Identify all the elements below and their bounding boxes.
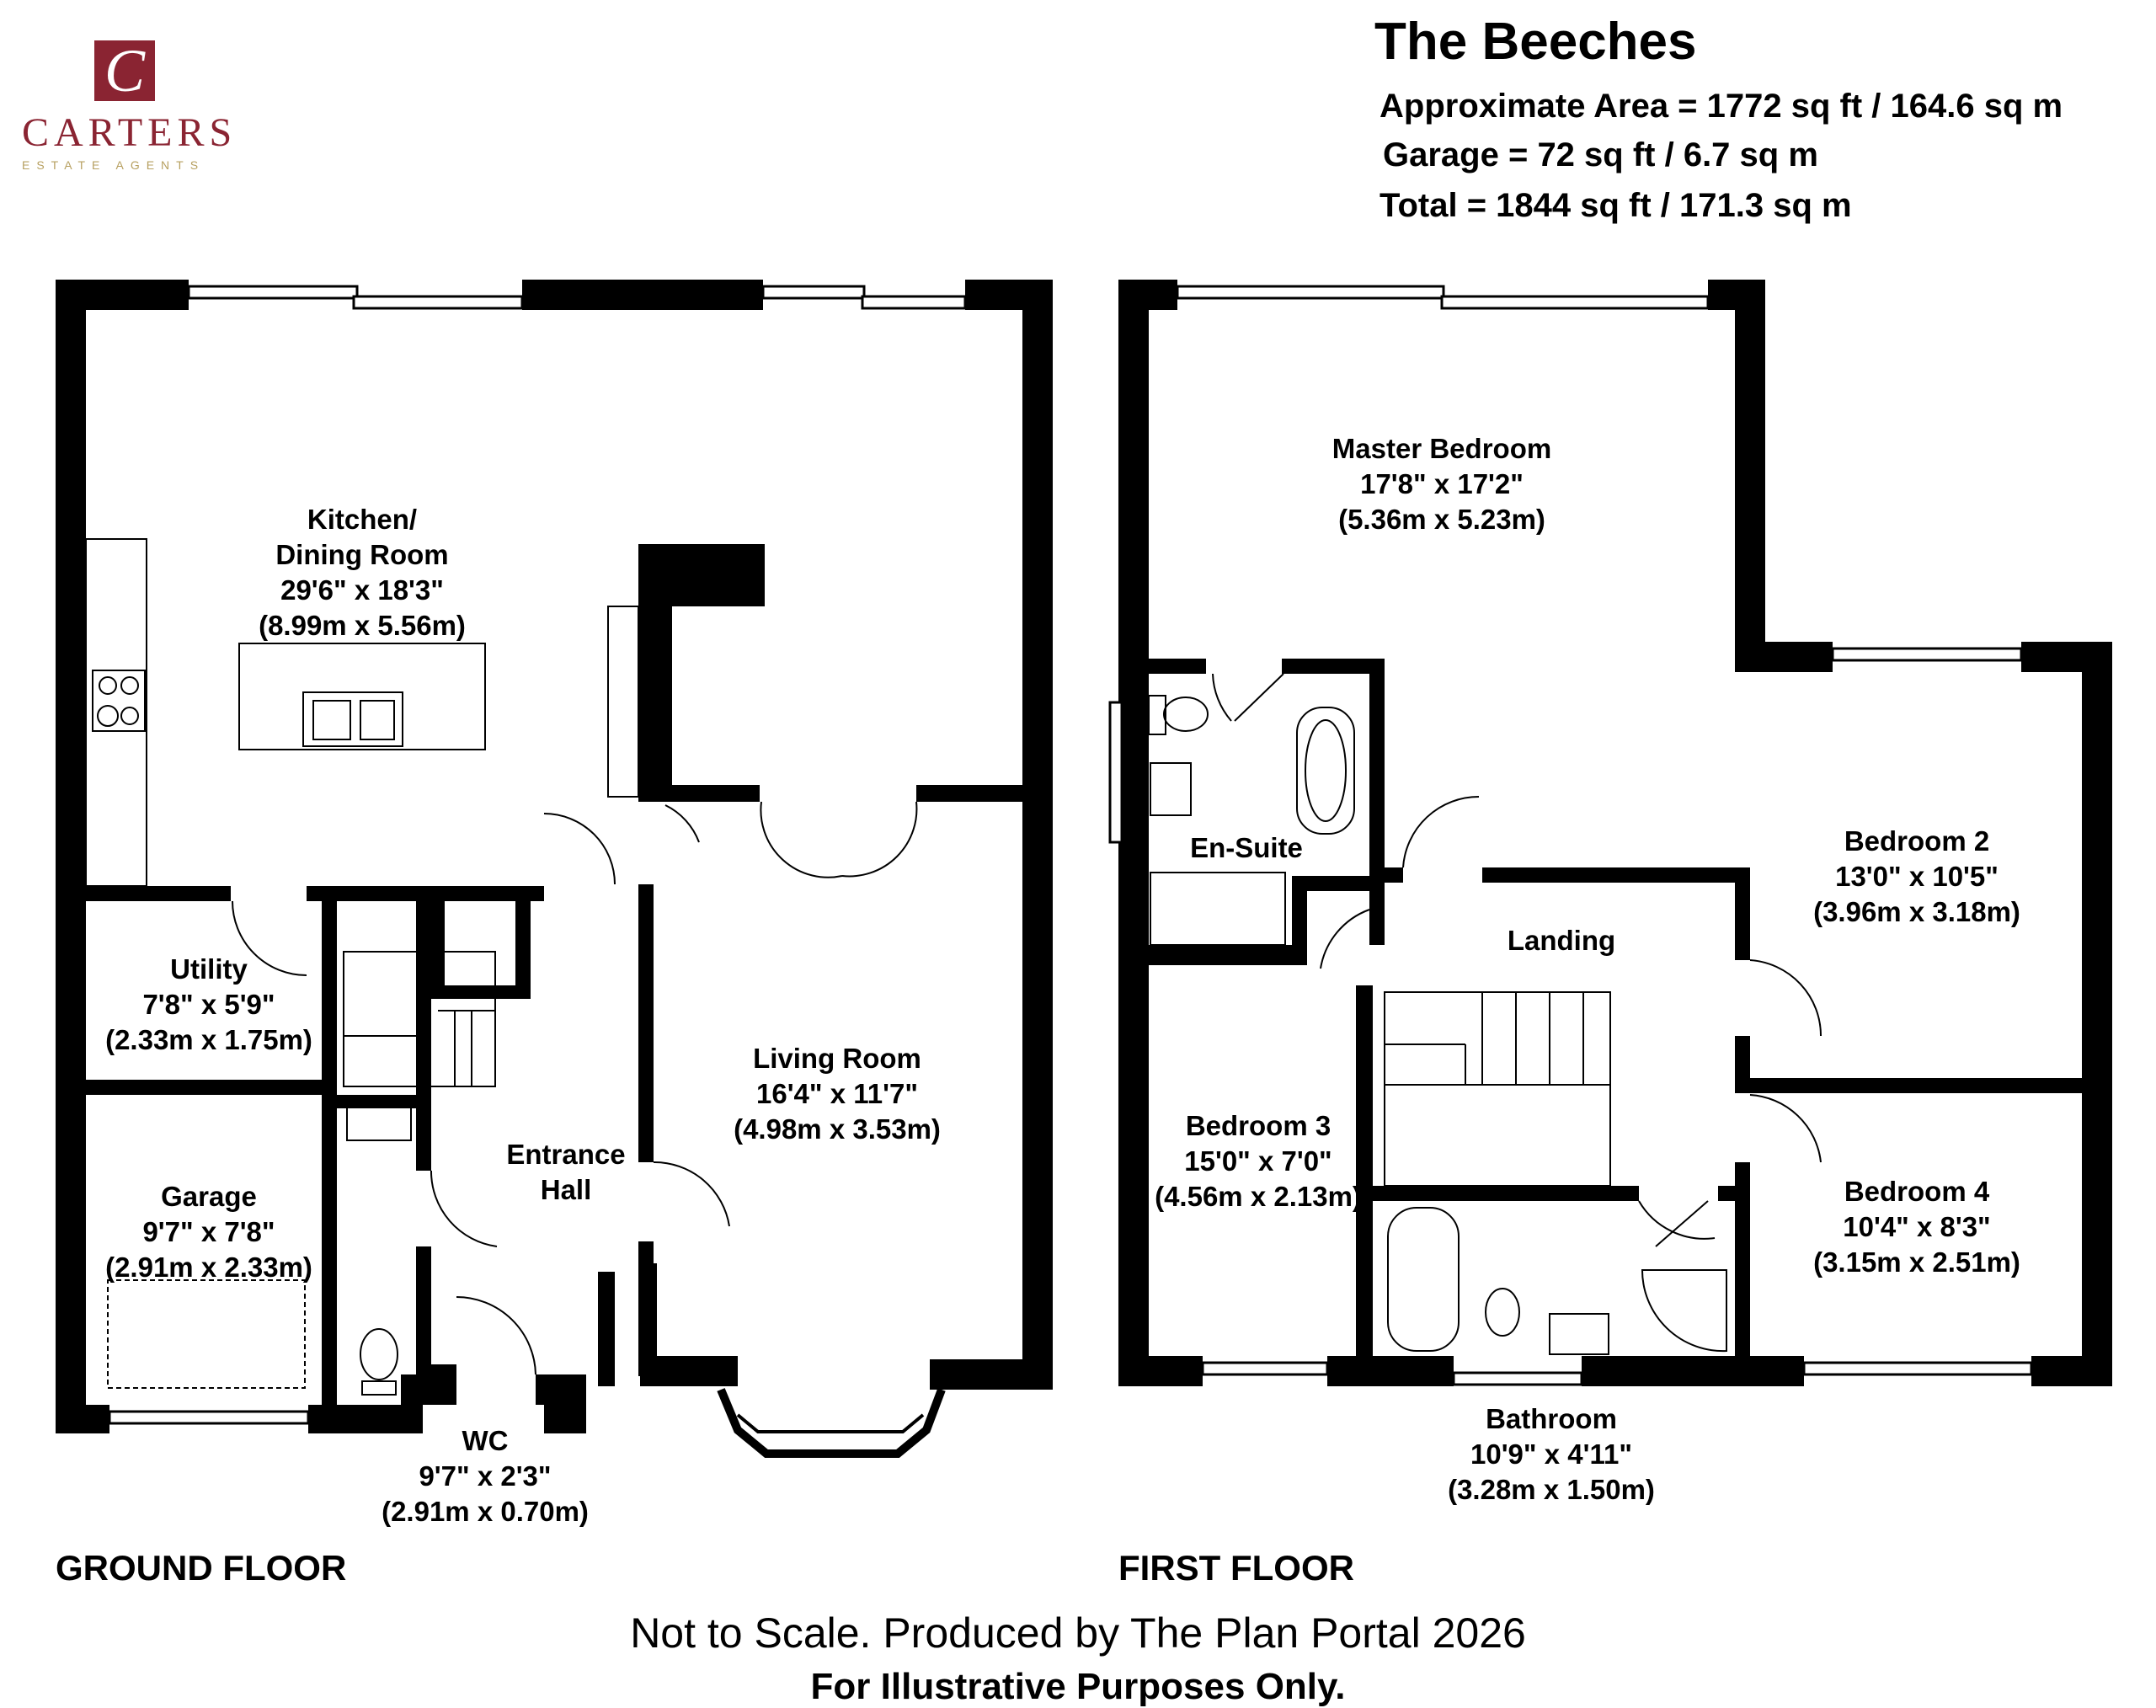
room-label-master-bedroom: Master Bedroom 17'8" x 17'2" (5.36m x 5.… [1331,433,1552,535]
garage-area: Garage = 72 sq ft / 6.7 sq m [1383,136,1818,173]
room-label-bedroom-3: Bedroom 3 15'0" x 7'0" (4.56m x 2.13m) [1155,1110,1362,1212]
carters-logo-icon [94,40,155,101]
ground-floor-label: GROUND FLOOR [56,1548,347,1588]
room-label-en-suite: En-Suite [1190,832,1303,863]
room-label-living-room: Living Room 16'4" x 11'7" (4.98m x 3.53m… [734,1043,941,1145]
room-label-landing: Landing [1507,925,1616,956]
first-floor-label: FIRST FLOOR [1118,1548,1354,1588]
room-label-kitchen: Kitchen/ Dining Room 29'6" x 18'3" (8.99… [259,504,466,641]
room-label-garage: Garage 9'7" x 7'8" (2.91m x 2.33m) [105,1181,312,1283]
total-area: Total = 1844 sq ft / 171.3 sq m [1380,187,1852,224]
approx-area: Approximate Area = 1772 sq ft / 164.6 sq… [1380,88,2063,125]
room-label-bedroom-2: Bedroom 2 13'0" x 10'5" (3.96m x 3.18m) [1813,825,2020,927]
room-label-entrance-hall: Entrance Hall [506,1139,626,1205]
property-title: The Beeches [1374,13,1697,71]
brand-name: CARTERS [22,110,237,155]
svg-text:C: C [104,37,146,104]
room-label-bathroom: Bathroom 10'9" x 4'11" (3.28m x 1.50m) [1448,1403,1655,1505]
purpose-note: For Illustrative Purposes Only. [810,1666,1346,1707]
room-label-wc: WC 9'7" x 2'3" (2.91m x 0.70m) [382,1425,589,1527]
brand-tagline: ESTATE AGENTS [22,158,205,172]
room-label-bedroom-4: Bedroom 4 10'4" x 8'3" (3.15m x 2.51m) [1813,1176,2020,1278]
scale-note: Not to Scale. Produced by The Plan Porta… [630,1609,1526,1657]
room-label-utility: Utility 7'8" x 5'9" (2.33m x 1.75m) [105,953,312,1055]
